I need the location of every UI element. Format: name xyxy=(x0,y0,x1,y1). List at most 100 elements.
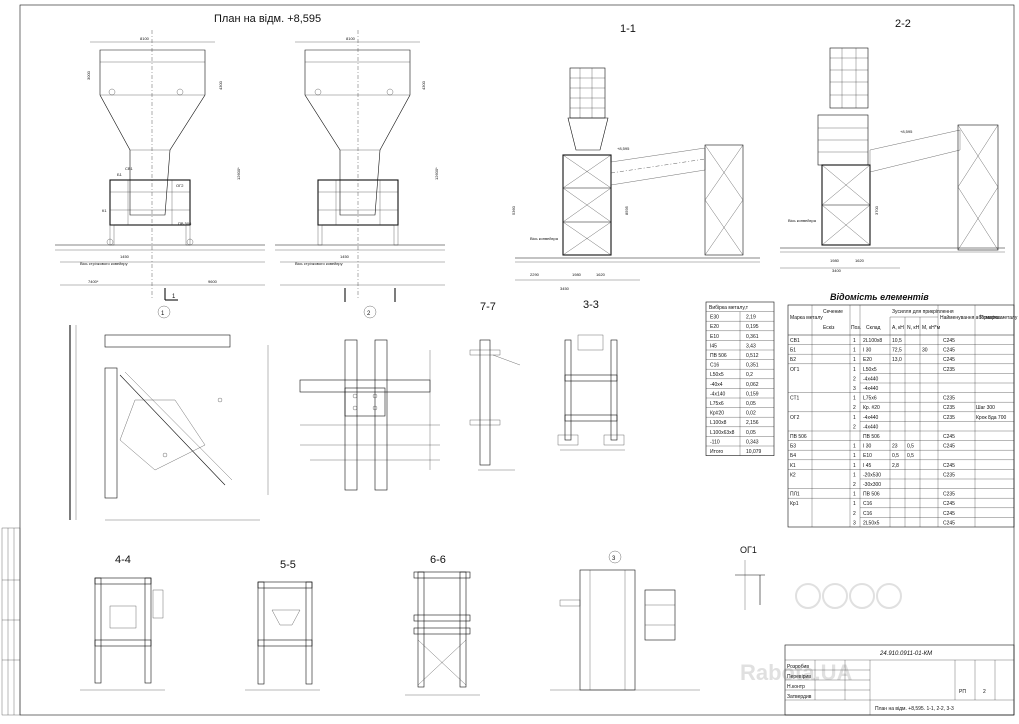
svg-text:1450: 1450 xyxy=(120,254,130,259)
row-n: 0,5 xyxy=(907,444,914,450)
svg-text:4-4: 4-4 xyxy=(115,554,131,566)
row-pos: 1 xyxy=(853,338,856,344)
stamp-row-2: Перевірив xyxy=(787,674,811,680)
row-pos: 1 xyxy=(853,396,856,402)
selection-cell-value: 0,02 xyxy=(746,411,756,417)
selection-cell-value: 0,05 xyxy=(746,430,756,436)
svg-text:8100: 8100 xyxy=(346,36,356,41)
svg-text:+8,595: +8,595 xyxy=(900,129,913,134)
row-comp: Е20 xyxy=(863,357,872,363)
side-stamp xyxy=(1,527,21,716)
svg-text:1450: 1450 xyxy=(340,254,350,259)
row-steel: С235 xyxy=(943,472,955,478)
row-a: 72,5 xyxy=(892,348,902,354)
svg-text:СВ1: СВ1 xyxy=(125,166,134,171)
row-steel: С245 xyxy=(943,463,955,469)
selection-cell-name: ПВ 506 xyxy=(710,353,727,359)
svg-text:6-6: 6-6 xyxy=(430,554,446,566)
th-comp: Склад xyxy=(866,325,881,331)
stamp-row-1: Розробив xyxy=(787,664,809,670)
th-steel: Найменування або марка металу xyxy=(940,314,1018,321)
selection-cell-value: 0,195 xyxy=(746,324,759,330)
selection-cell-name: -40х4 xyxy=(710,382,723,388)
plan-title: План на відм. +8,595 xyxy=(214,13,321,25)
row-steel: С245 xyxy=(943,520,955,526)
row-a: 2,8 xyxy=(892,463,899,469)
selection-cell-name: Е20 xyxy=(710,324,719,330)
selection-table-title: Вибірка металу,т xyxy=(709,305,749,311)
row-comp: І 30 xyxy=(863,348,872,354)
row-pos: 3 xyxy=(853,386,856,392)
row-pos: 2 xyxy=(853,511,856,517)
row-steel: С245 xyxy=(943,357,955,363)
svg-text:3-3: 3-3 xyxy=(583,299,599,311)
row-comp: -4х440 xyxy=(863,386,879,392)
svg-text:1980: 1980 xyxy=(830,258,840,263)
section-2-2: 2-2 +8,595 Вісь конвейєра 1980 1620 3400… xyxy=(780,18,1005,273)
selection-cell-name: І45 xyxy=(710,343,717,349)
th-mark: Марка металу xyxy=(790,315,823,321)
row-a: 13,0 xyxy=(892,357,902,363)
stamp-caption: План на відм. +8,595. 1-1, 2-2, 3-3 xyxy=(875,706,954,712)
row-steel: С235 xyxy=(943,405,955,411)
selection-cell-value: 0,2 xyxy=(746,372,753,378)
row-comp: -4х440 xyxy=(863,415,879,421)
row-mark: Б1 xyxy=(790,348,796,354)
stamp-row-4: Затвердив xyxy=(787,694,812,700)
selection-cell-value: 2,19 xyxy=(746,315,756,321)
svg-text:3: 3 xyxy=(612,556,616,562)
section-3-3: 3-3 xyxy=(557,299,625,451)
section-6-6: 6-6 xyxy=(405,554,480,696)
row-n: 0,5 xyxy=(907,453,914,459)
row-a: 0,5 xyxy=(892,453,899,459)
row-comp: С16 xyxy=(863,501,872,507)
row-mark: Б4 xyxy=(790,453,796,459)
stamp-sheet: 2 xyxy=(983,689,986,695)
svg-text:К1: К1 xyxy=(102,208,107,213)
row-pos: 1 xyxy=(853,367,856,373)
selection-cell-value: 0,351 xyxy=(746,363,759,369)
row-mark: Кр1 xyxy=(790,501,799,507)
selection-cell-value: 0,062 xyxy=(746,382,759,388)
stamp-stage: РП xyxy=(959,689,966,695)
row-steel: С235 xyxy=(943,492,955,498)
watermark-text: Rabota.UA xyxy=(740,660,853,685)
svg-text:5-5: 5-5 xyxy=(280,559,296,571)
svg-text:4300: 4300 xyxy=(421,80,426,90)
row-steel: С245 xyxy=(943,511,955,517)
svg-text:3400: 3400 xyxy=(832,268,842,273)
row-comp: L75х6 xyxy=(863,396,877,402)
svg-text:ОГ2: ОГ2 xyxy=(176,183,184,188)
selection-cell-value: 0,512 xyxy=(746,353,759,359)
row-note: Шаг 300 xyxy=(976,405,995,411)
svg-text:2-2: 2-2 xyxy=(895,18,911,30)
row-comp: ПВ 506 xyxy=(863,434,880,440)
selection-cell-value: 2,156 xyxy=(746,420,759,426)
th-section: Сечение xyxy=(823,309,843,315)
selection-cell-value: 0,343 xyxy=(746,439,759,445)
row-steel: С245 xyxy=(943,501,955,507)
th-note: Примітка xyxy=(980,315,1001,321)
th-m: М, кН*м xyxy=(922,325,941,331)
row-a: 10,5 xyxy=(892,338,902,344)
row-steel: С245 xyxy=(943,434,955,440)
row-steel: С235 xyxy=(943,415,955,421)
row-pos: 1 xyxy=(853,415,856,421)
row-pos: 1 xyxy=(853,463,856,469)
row-pos: 2 xyxy=(853,405,856,411)
row-mark: СВ1 xyxy=(790,338,800,344)
th-pos: Поз. xyxy=(851,325,861,331)
row-pos: 3 xyxy=(853,520,856,526)
svg-text:Б1: Б1 xyxy=(117,172,123,177)
svg-text:9600: 9600 xyxy=(208,279,218,284)
row-mark: К2 xyxy=(790,472,796,478)
selection-cell-name: Е10 xyxy=(710,334,719,340)
row-steel: С245 xyxy=(943,444,955,450)
selection-cell-name: Е30 xyxy=(710,315,719,321)
selection-cell-value: 0,361 xyxy=(746,334,759,340)
selection-cell-name: С16 xyxy=(710,363,719,369)
row-comp: -4х440 xyxy=(863,376,879,382)
th-sketch: Ескіз xyxy=(823,325,835,331)
row-comp: -4х440 xyxy=(863,424,879,430)
